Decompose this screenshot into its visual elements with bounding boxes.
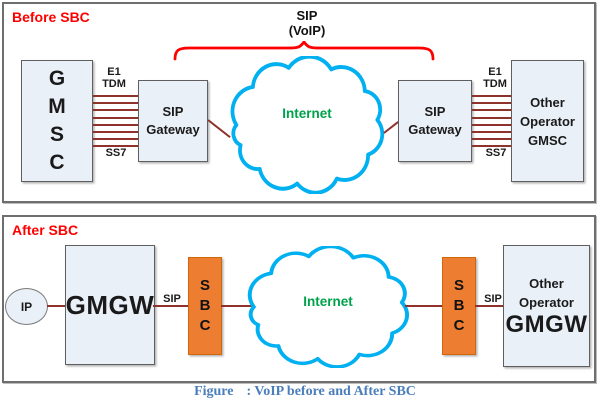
internet-cloud-icon: Internet bbox=[244, 246, 412, 368]
tdm-line bbox=[93, 124, 139, 126]
after-sbc-panel: After SBC IP GMGW SIP S B C Inter bbox=[2, 215, 596, 383]
connector-line bbox=[405, 305, 447, 308]
e1-tdm-label-right: E1 TDM bbox=[483, 66, 507, 90]
sip-label-left: SIP bbox=[163, 293, 181, 305]
tdm-line bbox=[472, 95, 516, 97]
tdm-line bbox=[93, 95, 139, 97]
tdm-line bbox=[472, 131, 516, 133]
tdm-line bbox=[93, 109, 139, 111]
sip-voip-label: SIP (VoIP) bbox=[288, 8, 326, 38]
tdm-line bbox=[93, 138, 139, 140]
ss7-label-right: SS7 bbox=[485, 147, 507, 159]
sbc-box-right: S B C bbox=[442, 257, 476, 355]
tdm-line bbox=[93, 131, 139, 133]
tdm-line bbox=[93, 145, 139, 147]
tdm-line bbox=[472, 102, 516, 104]
sip-gateway-box-right: SIP Gateway bbox=[398, 80, 472, 162]
before-sbc-panel: Before SBC SIP (VoIP) G M S C E1 TDM bbox=[2, 2, 596, 203]
after-sbc-title: After SBC bbox=[12, 222, 79, 238]
other-operator-gmsc-box: Other Operator GMSC bbox=[511, 60, 584, 182]
sip-label-right: SIP bbox=[484, 293, 502, 305]
tdm-line bbox=[93, 102, 139, 104]
internet-cloud-icon: Internet bbox=[227, 56, 387, 194]
tdm-line bbox=[472, 145, 516, 147]
overbrace-icon bbox=[173, 39, 435, 61]
gmsc-box: G M S C bbox=[21, 60, 93, 182]
before-sbc-title: Before SBC bbox=[12, 9, 90, 25]
connector-line bbox=[47, 305, 67, 308]
tdm-line bbox=[472, 109, 516, 111]
gmgw-box: GMGW bbox=[65, 245, 155, 365]
connector-line bbox=[153, 305, 190, 308]
figure-caption: Figure: VoIP before and After SBC bbox=[194, 384, 416, 399]
ip-node: IP bbox=[5, 288, 48, 325]
e1-tdm-label-left: E1 TDM bbox=[102, 66, 126, 90]
connector-line bbox=[475, 305, 508, 308]
tdm-line bbox=[472, 117, 516, 119]
ss7-label-left: SS7 bbox=[105, 147, 127, 159]
internet-label: Internet bbox=[282, 105, 332, 121]
connector-line bbox=[221, 305, 253, 308]
tdm-line bbox=[472, 124, 516, 126]
sbc-box-left: S B C bbox=[188, 257, 222, 355]
sip-gateway-box-left: SIP Gateway bbox=[138, 80, 208, 162]
other-operator-gmgw-box: Other Operator GMGW bbox=[503, 245, 590, 367]
internet-label: Internet bbox=[303, 293, 353, 309]
tdm-line bbox=[93, 117, 139, 119]
tdm-line bbox=[472, 138, 516, 140]
